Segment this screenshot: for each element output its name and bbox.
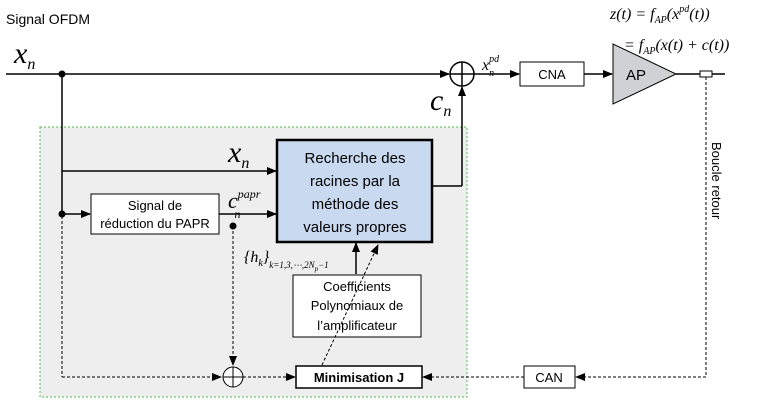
coefficients-block <box>292 274 422 338</box>
minimisation-block <box>295 365 423 389</box>
formula-line2-a: = f <box>624 37 646 54</box>
ap-amplifier <box>612 43 678 105</box>
roots-label-3: méthode des <box>312 196 399 213</box>
papr-block <box>90 193 220 235</box>
roots-block <box>275 138 434 244</box>
signal-hk: {hk}k=1,3,⋯,2Np−1 <box>244 249 329 273</box>
coef-label-2: Polynomiaux de <box>311 298 404 313</box>
formula-line1-sub: AP <box>654 15 667 26</box>
formula-line2-b: (x(t) + c(t)) <box>655 37 729 54</box>
formula-line1: z(t) = fAP(xpd(t)) <box>609 4 710 26</box>
ap-label: AP <box>626 67 646 84</box>
title: Signal OFDM <box>6 11 90 27</box>
can-label: CAN <box>535 370 562 385</box>
adapt-arrow <box>321 244 379 366</box>
formula-line1-sup: pd <box>678 4 690 15</box>
signal-cn: cn <box>430 84 451 120</box>
coupler <box>699 70 713 78</box>
minimisation-label: Minimisation J <box>314 370 404 385</box>
formula-line2: = fAP(x(t) + c(t)) <box>624 37 729 57</box>
signal-xn-main: xn <box>13 37 35 73</box>
formula-line2-sub: AP <box>642 46 655 57</box>
formula-line1-b: (x <box>667 6 679 23</box>
coef-label-1: Coefficients <box>323 279 391 294</box>
papr-label-2: réduction du PAPR <box>100 216 210 231</box>
roots-label-4: valeurs propres <box>303 219 406 236</box>
feedback-label: Boucle retour <box>709 142 724 220</box>
cna-block <box>519 61 585 87</box>
signal-xn-inner: xn <box>227 136 249 172</box>
signal-xpd: xpdn <box>481 54 500 79</box>
roots-label-2: racines par la <box>310 173 401 190</box>
cna-label: CNA <box>538 67 566 82</box>
formula-line1-a: z(t) = f <box>609 6 657 23</box>
papr-label-1: Signal de <box>128 198 182 213</box>
roots-label-1: Recherche des <box>305 150 406 167</box>
formula-line1-c: (t)) <box>689 6 709 23</box>
coef-label-3: l’amplificateur <box>317 318 397 333</box>
